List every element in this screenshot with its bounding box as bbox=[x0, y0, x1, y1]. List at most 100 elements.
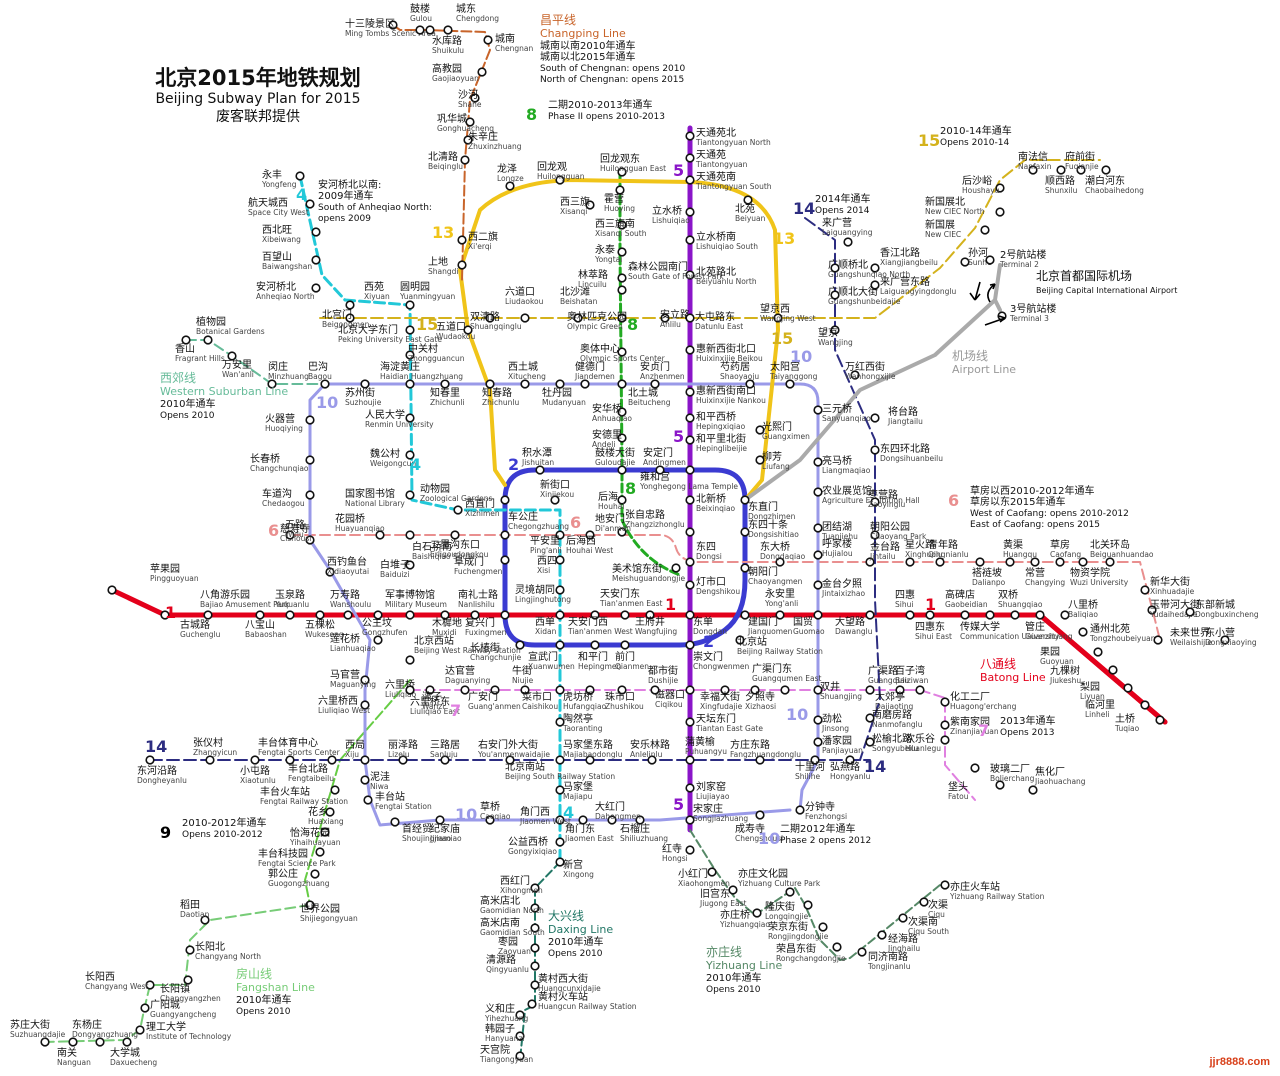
station-marker-icon[interactable] bbox=[865, 737, 875, 747]
station-marker-icon[interactable] bbox=[1078, 557, 1088, 567]
station-marker-icon[interactable] bbox=[1101, 165, 1111, 175]
station-marker-icon[interactable] bbox=[227, 351, 237, 361]
station-marker-icon[interactable] bbox=[898, 913, 908, 923]
station-marker-icon[interactable] bbox=[915, 685, 925, 695]
station-marker-icon[interactable] bbox=[477, 67, 487, 77]
station-marker-icon[interactable] bbox=[1155, 715, 1165, 725]
station-marker-icon[interactable] bbox=[555, 379, 565, 389]
station-marker-icon[interactable] bbox=[555, 530, 565, 540]
station-marker-icon[interactable] bbox=[617, 495, 627, 505]
station-marker-icon[interactable] bbox=[550, 495, 560, 505]
station-marker-icon[interactable] bbox=[1140, 585, 1150, 595]
station-marker-icon[interactable] bbox=[870, 497, 880, 507]
station-marker-icon[interactable] bbox=[311, 227, 321, 237]
station-marker-icon[interactable] bbox=[585, 755, 595, 765]
station-marker-icon[interactable] bbox=[285, 755, 295, 765]
station-marker-icon[interactable] bbox=[305, 490, 315, 500]
station-marker-icon[interactable] bbox=[363, 795, 373, 805]
station-marker-icon[interactable] bbox=[785, 379, 795, 389]
station-marker-icon[interactable] bbox=[755, 810, 765, 820]
station-marker-icon[interactable] bbox=[818, 922, 828, 932]
station-marker-icon[interactable] bbox=[617, 347, 627, 357]
station-marker-icon[interactable] bbox=[578, 815, 588, 825]
station-marker-icon[interactable] bbox=[345, 300, 355, 310]
station-marker-icon[interactable] bbox=[405, 450, 415, 460]
station-marker-icon[interactable] bbox=[405, 379, 415, 389]
station-marker-icon[interactable] bbox=[970, 763, 980, 773]
station-marker-icon[interactable] bbox=[375, 530, 385, 540]
station-marker-icon[interactable] bbox=[685, 783, 695, 793]
station-marker-icon[interactable] bbox=[135, 1025, 145, 1035]
station-marker-icon[interactable] bbox=[685, 610, 695, 620]
station-marker-icon[interactable] bbox=[905, 557, 915, 567]
station-marker-icon[interactable] bbox=[485, 379, 495, 389]
station-marker-icon[interactable] bbox=[617, 313, 627, 323]
station-marker-icon[interactable] bbox=[555, 717, 565, 727]
station-marker-icon[interactable] bbox=[203, 335, 213, 345]
station-marker-icon[interactable] bbox=[360, 379, 370, 389]
station-marker-icon[interactable] bbox=[813, 685, 823, 695]
station-marker-icon[interactable] bbox=[617, 379, 627, 389]
station-marker-icon[interactable] bbox=[122, 1037, 132, 1047]
station-marker-icon[interactable] bbox=[755, 755, 765, 765]
station-marker-icon[interactable] bbox=[405, 300, 415, 310]
station-marker-icon[interactable] bbox=[752, 908, 762, 918]
station-marker-icon[interactable] bbox=[530, 980, 540, 990]
station-marker-icon[interactable] bbox=[435, 815, 445, 825]
station-marker-icon[interactable] bbox=[145, 980, 155, 990]
station-marker-icon[interactable] bbox=[590, 610, 600, 620]
station-marker-icon[interactable] bbox=[685, 755, 695, 765]
station-marker-icon[interactable] bbox=[865, 610, 875, 620]
station-marker-icon[interactable] bbox=[940, 697, 950, 707]
